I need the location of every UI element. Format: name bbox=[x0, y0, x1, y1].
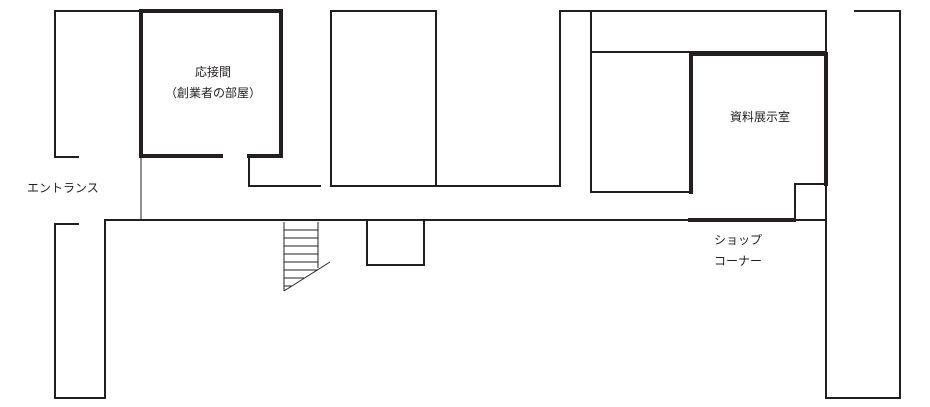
entrance-name: エントランス bbox=[27, 181, 99, 195]
archive-room-name: 資料展示室 bbox=[729, 110, 790, 124]
reception-room-wall bbox=[139, 9, 283, 158]
archive-annex-wall bbox=[590, 51, 692, 193]
staircase bbox=[283, 222, 331, 292]
reception-room-name: 応接間 bbox=[194, 65, 231, 79]
shop-corner-line1: ショップ bbox=[714, 233, 763, 247]
middle-room-wall bbox=[330, 10, 437, 187]
shop-corner-label: ショップ コーナー bbox=[714, 230, 762, 272]
reception-room-note: （創業者の部屋） bbox=[164, 86, 261, 100]
small-room-wall bbox=[366, 219, 425, 266]
north-wall-left bbox=[54, 10, 141, 158]
archive-room-label: 資料展示室 bbox=[710, 107, 810, 128]
east-wall bbox=[825, 10, 901, 399]
reception-room-alcove bbox=[248, 155, 321, 187]
entrance-label: エントランス bbox=[27, 178, 99, 199]
reception-room-label: 応接間 （創業者の部屋） bbox=[150, 62, 276, 104]
west-wall-lower bbox=[54, 219, 141, 399]
archive-room-corner bbox=[794, 183, 827, 221]
corridor-north-wall bbox=[435, 10, 827, 187]
shop-corner-line2: コーナー bbox=[714, 254, 763, 268]
